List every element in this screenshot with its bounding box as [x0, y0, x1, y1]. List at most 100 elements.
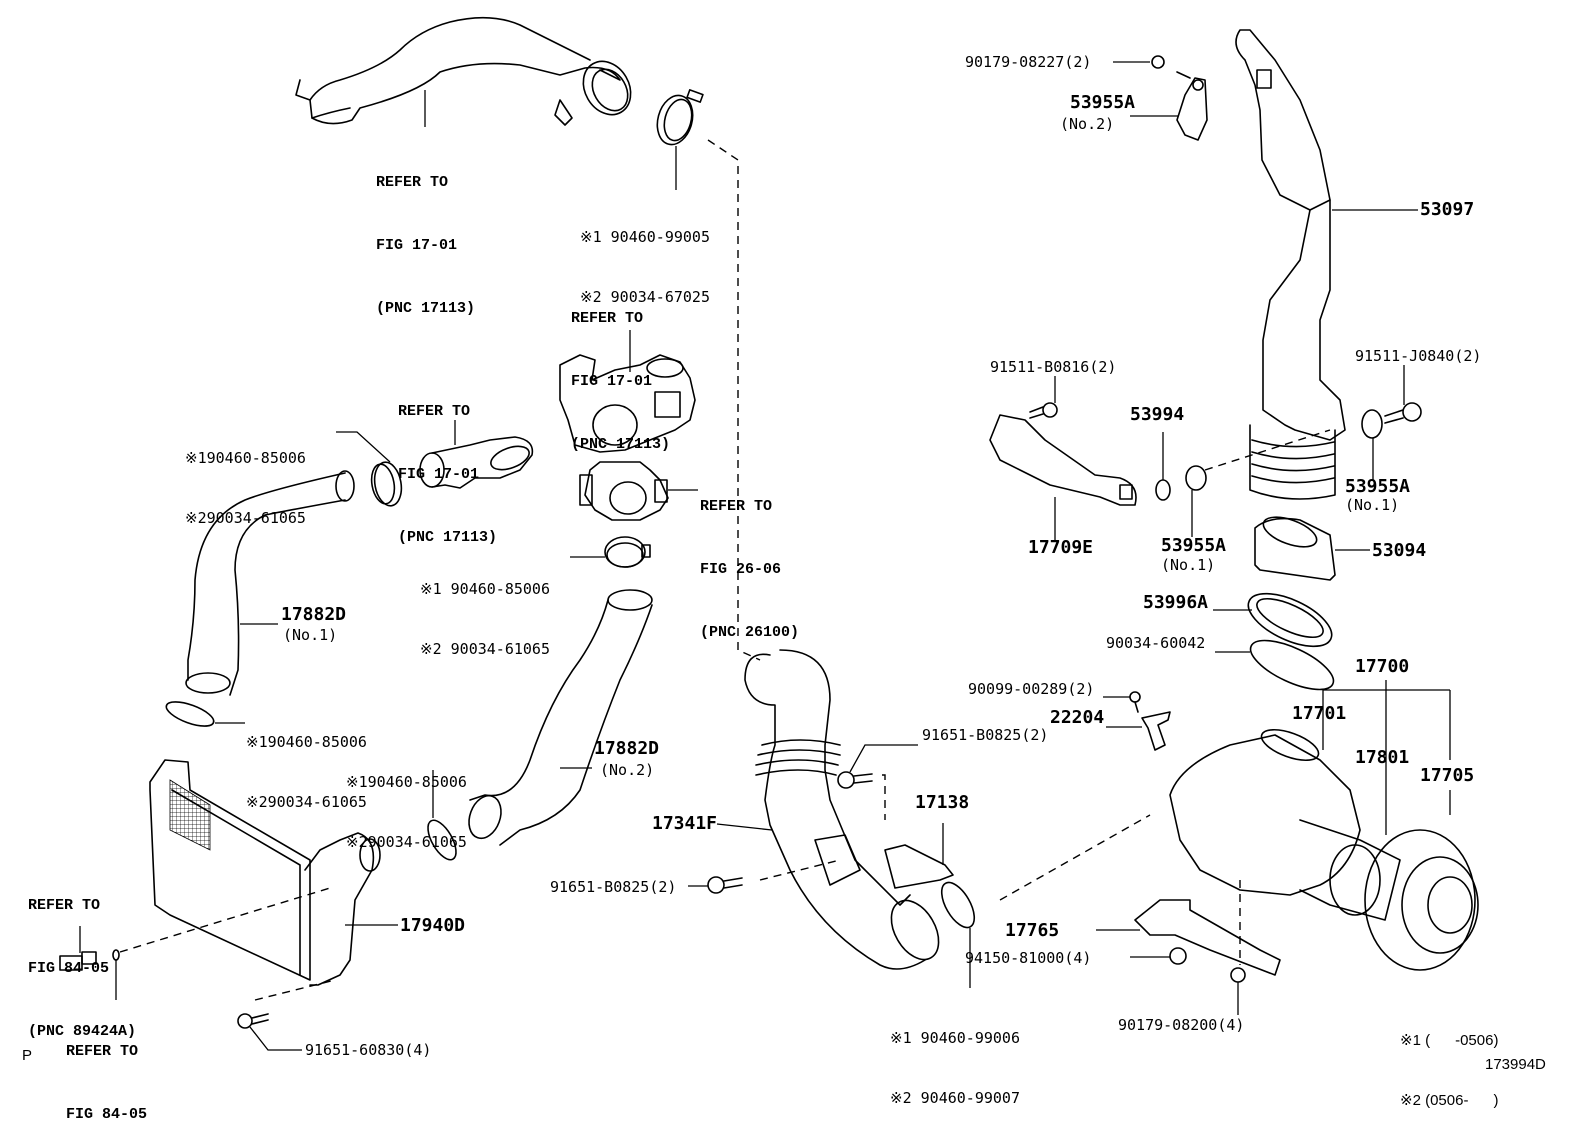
reference-line: REFER TO [398, 403, 471, 420]
part-label: 53955A [1345, 476, 1411, 497]
reference-note: REFER TO FIG 26-06 (PNC 26100) [700, 454, 799, 664]
reference-note: REFER TO FIG 17-01 (PNC 17113) [571, 266, 670, 476]
part-label: 53955A [1070, 92, 1136, 113]
part-label: 90179-08227(2) [965, 53, 1092, 71]
bolt-91651-60830 [237, 1013, 269, 1029]
hose-clamp-lower [427, 819, 457, 861]
hose-no2-illustration [468, 589, 653, 846]
hose-clamp-top [656, 89, 704, 146]
part-note: (No.1) [283, 626, 338, 644]
part-note: (No.1) [1345, 496, 1400, 514]
legend-mark: ※1 [1400, 1032, 1421, 1049]
bolt-91511-b0816 [1029, 402, 1058, 419]
clamp-part-1: ※190460-85006 [346, 773, 467, 791]
bracket-53955a-no2 [1176, 71, 1208, 141]
part-label: 17700 [1355, 656, 1410, 677]
legend-range: (0506- ) [1425, 1092, 1499, 1109]
clamp-part-1: ※1 90460-85006 [420, 580, 550, 598]
clamp-part-1: ※190460-85006 [246, 733, 367, 751]
nut-90179-08227 [1151, 55, 1165, 69]
part-label: 22204 [1050, 707, 1105, 728]
part-label: 17701 [1292, 703, 1347, 724]
washer-53994 [1155, 479, 1171, 501]
figure-id: 173994D [1485, 1056, 1546, 1073]
bolt-91651-lower [707, 876, 743, 894]
reference-line: REFER TO [376, 174, 449, 191]
reference-note: REFER TO FIG 17-01 (PNC 17113) [398, 359, 497, 569]
part-note: (No.2) [1060, 115, 1115, 133]
air-duct-53097-illustration [1235, 29, 1346, 500]
reference-line: REFER TO [66, 1043, 139, 1060]
clamp-part-2: ※2 90460-99007 [890, 1089, 1020, 1107]
clamp-label: ※1 90460-85006 ※2 90034-61065 [420, 539, 550, 679]
clamp-label: ※1 90460-99006 ※2 90460-99007 [890, 988, 1020, 1128]
part-label: 17801 [1355, 747, 1410, 768]
elbow-pipe-illustration [419, 436, 534, 489]
clamp-part-1: ※1 90460-99006 [890, 1029, 1020, 1047]
part-label: 90034-60042 [1106, 634, 1206, 652]
grommet-53955a-left [1185, 465, 1207, 491]
throttle-body-illustration [579, 461, 669, 521]
hose-clamp-small [165, 701, 215, 727]
bracket-17709e [989, 414, 1137, 506]
pipe-17341f-illustration [744, 649, 940, 970]
part-label: 17765 [1005, 920, 1060, 941]
parts-diagram [59, 16, 1479, 1051]
clamp-part-2: ※290034-61065 [185, 509, 306, 527]
part-label: 91651-B0825(2) [922, 726, 1049, 744]
part-label: 90179-08200(4) [1118, 1016, 1245, 1034]
part-label: 91511-J0840(2) [1355, 347, 1482, 365]
clamp-part-1: ※190460-85006 [185, 449, 306, 467]
part-label: 17709E [1028, 537, 1094, 558]
legend-range: ( -0506) [1425, 1032, 1499, 1049]
bolt-91651-upper [837, 771, 873, 789]
reference-note: REFER TO FIG 84-05 [66, 999, 147, 1146]
hose-no1-illustration [185, 470, 355, 696]
part-label: 91651-60830(4) [305, 1041, 432, 1059]
reference-line: FIG 84-05 [66, 1106, 148, 1123]
part-label: 17882D [594, 738, 660, 759]
part-label: 91651-B0825(2) [550, 878, 677, 896]
hose-clamp-airbox [940, 881, 976, 929]
clamp-part-2: ※2 90034-61065 [420, 640, 550, 658]
part-label: 53955A [1161, 535, 1227, 556]
reference-line: FIG 17-01 [571, 373, 653, 390]
reference-note: REFER TO FIG 84-05 (PNC 89424A) [28, 853, 136, 1063]
hose-clamp-left [370, 461, 403, 507]
reference-line: REFER TO [700, 498, 773, 515]
sensor-illustration [59, 951, 97, 971]
reference-line: (PNC 17113) [571, 436, 671, 453]
duct-53094 [1254, 516, 1336, 581]
clamp-part-2: ※2 90034-67025 [580, 288, 710, 306]
sensor-22204 [1141, 711, 1171, 751]
legend-mark: ※2 [1400, 1092, 1421, 1109]
reference-line: FIG 17-01 [376, 237, 458, 254]
throttle-housing-illustration [559, 354, 696, 453]
reference-line: (PNC 26100) [700, 624, 800, 641]
part-label: 90099-00289(2) [968, 680, 1095, 698]
clamp-90034-60042 [1249, 639, 1335, 691]
clamp-part-2: ※290034-61065 [246, 793, 367, 811]
part-label: 17705 [1420, 765, 1475, 786]
reference-line: REFER TO [571, 310, 644, 327]
part-note: (No.1) [1161, 556, 1216, 574]
reference-note: REFER TO FIG 17-01 (PNC 17113) [376, 130, 475, 340]
intercooler-illustration [149, 759, 381, 986]
part-label: 17940D [400, 915, 466, 936]
screw-90099-00289 [1129, 691, 1141, 713]
bracket-17138-illustration [884, 844, 954, 889]
clamp-label: ※190460-85006 ※290034-61065 [185, 408, 306, 548]
clamp-part-1: ※1 90460-99005 [580, 228, 710, 246]
gasket-53996a [1247, 592, 1333, 648]
hose-clamp-middle [604, 536, 651, 568]
reference-line: FIG 84-05 [28, 960, 110, 977]
legend-row: ※2 (0506- ) [1400, 1091, 1498, 1111]
intake-duct-illustration [295, 16, 632, 126]
air-cleaner-17700 [1169, 728, 1479, 971]
part-label: 53094 [1372, 540, 1427, 561]
clamp-part-2: ※290034-61065 [346, 833, 467, 851]
legend-row: ※1 ( -0506) [1400, 1031, 1498, 1051]
reference-line: REFER TO [28, 897, 101, 914]
part-label: 94150-81000(4) [965, 949, 1092, 967]
reference-line: (PNC 17113) [398, 529, 498, 546]
